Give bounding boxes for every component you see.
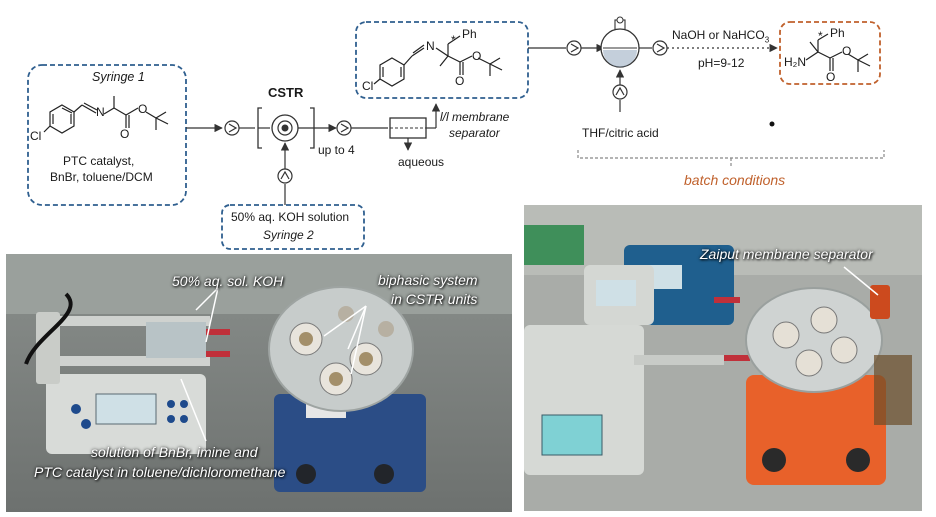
pump-icon — [224, 120, 240, 136]
photo-left: 50% aq. sol. KOH biphasic system in CSTR… — [6, 254, 512, 512]
caption-biphasic-1: biphasic system — [378, 272, 478, 288]
batch-bracket — [577, 150, 885, 159]
caption-koh: 50% aq. sol. KOH — [172, 273, 284, 289]
flow-scheme — [27, 16, 885, 250]
pump-icon — [336, 120, 352, 136]
syringe2-box — [221, 204, 365, 250]
pump-icon — [652, 40, 668, 56]
oxygen-atom: O — [120, 127, 130, 141]
syringe1-line2: BnBr, toluene/DCM — [50, 170, 153, 184]
syringe1-title: Syringe 1 — [92, 70, 145, 84]
imine-structure — [43, 96, 169, 134]
cstr-repeat: up to 4 — [318, 143, 355, 157]
batch-acid: THF/citric acid — [582, 126, 659, 140]
membrane-separator-icon — [389, 117, 427, 139]
oxygen-atom: O — [826, 70, 836, 84]
product-box — [779, 21, 881, 85]
oxygen-atom: O — [138, 102, 148, 116]
oxygen-atom: O — [472, 49, 482, 63]
stereocenter-star: * — [818, 29, 823, 43]
batch-reagent: NaOH or NaHCO3 — [672, 28, 770, 45]
cstr-label: CSTR — [268, 85, 304, 100]
pump-icon — [566, 40, 582, 56]
caption-solution-1: solution of BnBr, imine and — [91, 444, 258, 460]
product-structure — [805, 33, 871, 72]
dot — [769, 121, 775, 127]
oxygen-atom: O — [455, 74, 465, 88]
batch-label: batch conditions — [684, 172, 786, 188]
photo-right-drawing — [524, 205, 922, 511]
photo-left-drawing — [6, 254, 512, 512]
oxygen-atom: O — [842, 44, 852, 58]
aqueous-label: aqueous — [398, 155, 445, 169]
nitrogen-atom: N — [96, 105, 105, 119]
syringe2-reagent: 50% aq. KOH solution — [231, 210, 350, 224]
intermediate-box — [355, 21, 529, 99]
phenyl-group: Ph — [830, 26, 845, 40]
stereocenter-star: * — [451, 33, 456, 47]
syringe2-title: Syringe 2 — [263, 228, 314, 242]
caption-biphasic-2: in CSTR units — [391, 291, 478, 307]
chlorine-atom: Cl — [362, 79, 374, 93]
caption-zaiput: Zaiput membrane separator — [700, 246, 873, 262]
syringe1-box — [27, 64, 187, 206]
nitrogen-atom: N — [426, 39, 435, 53]
batch-ph: pH=9-12 — [698, 56, 745, 70]
flask-icon — [600, 16, 640, 68]
pump-icon — [612, 84, 628, 100]
pump-icon — [277, 168, 293, 184]
cstr-icon — [271, 114, 299, 142]
caption-solution-2: PTC catalyst in toluene/dichloromethane — [34, 464, 286, 480]
separator-line2: separator — [449, 126, 500, 140]
amine-group: H₂N — [784, 55, 806, 69]
chlorine-atom: Cl — [30, 129, 42, 143]
separator-line1: l/l membrane — [440, 110, 510, 124]
alkylated-imine-structure — [373, 35, 503, 87]
photo-right: Zaiput membrane separator — [524, 205, 922, 511]
phenyl-group: Ph — [462, 27, 477, 41]
syringe1-line1: PTC catalyst, — [63, 154, 135, 168]
